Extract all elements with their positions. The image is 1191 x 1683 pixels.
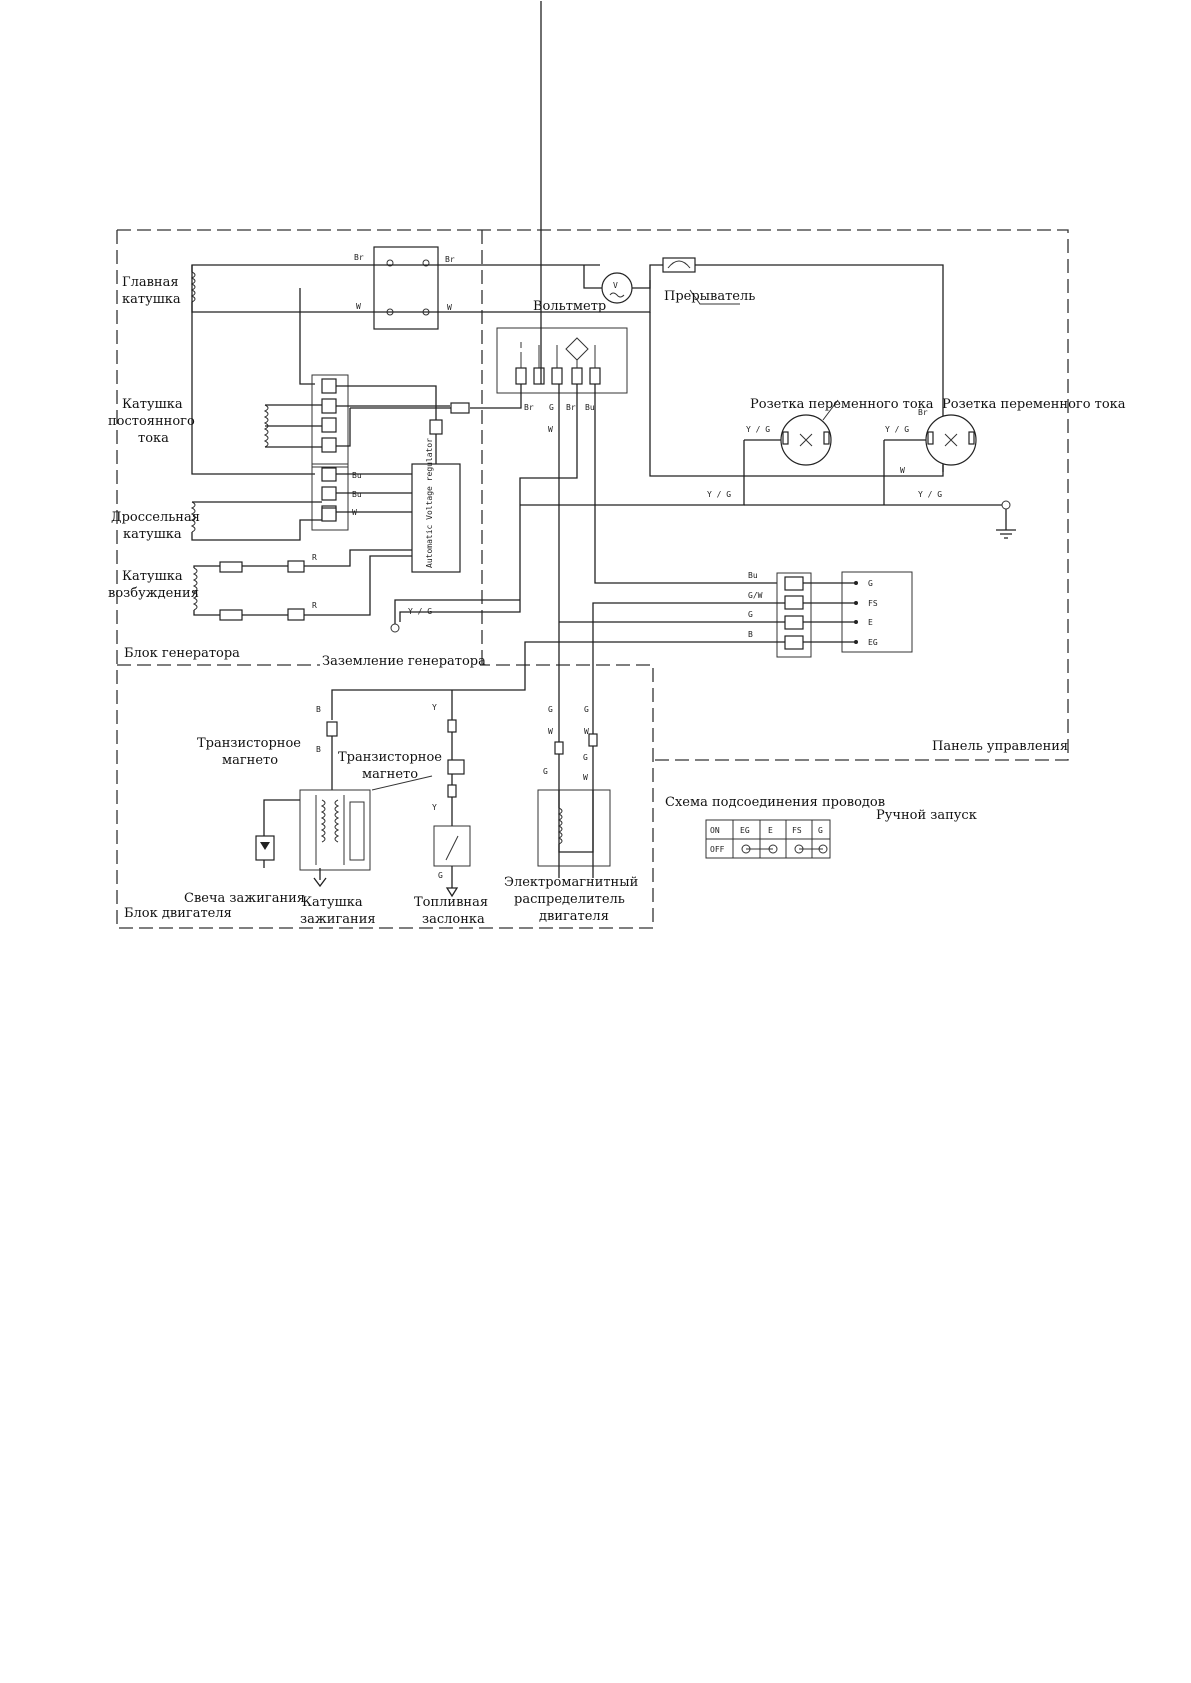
ground-wiring: Y / G Y / G Y / G xyxy=(390,440,1016,633)
table-header-fs: FS xyxy=(792,826,802,835)
text-labels: Главная катушка Катушка постоянного тока… xyxy=(108,275,1068,927)
ac-socket-label-1: Розетка переменного тока xyxy=(750,397,934,412)
ignition-coil-label-2: зажигания xyxy=(300,912,376,927)
main-terminal-block: Br Br W W xyxy=(354,246,455,330)
wire-code-g-4: G xyxy=(548,705,553,714)
switch-term-e: E xyxy=(868,618,873,627)
wire-code-bu-1: Bu xyxy=(585,403,595,412)
generator-block-label: Блок генератора xyxy=(124,646,240,661)
regulator-label: Automatic Voltage regulator xyxy=(425,438,434,568)
switch-term-g: G xyxy=(868,579,873,588)
wire-code-br-5: Br xyxy=(918,408,928,417)
wire-code-r-2: R xyxy=(312,601,317,610)
dc-coil-label-3: тока xyxy=(138,431,169,446)
fuel-valve-label-1: Топливная xyxy=(414,895,488,910)
main-coil xyxy=(190,264,651,475)
switch-term-fs: FS xyxy=(868,599,878,608)
table-row-on: ON xyxy=(710,826,720,835)
main-coil-label-2: катушка xyxy=(122,292,181,307)
main-coil-label-1: Главная xyxy=(122,275,179,290)
wire-code-bu-4: Bu xyxy=(748,571,758,580)
ignition-switch: G FS E EG Bu G/W G B xyxy=(331,571,913,878)
block-boundaries xyxy=(116,229,1069,929)
switch-term-eg: EG xyxy=(868,638,878,647)
fuel-valve-icon xyxy=(433,825,471,867)
wire-code-w-2: W xyxy=(447,303,452,312)
wire-code-br-1: Br xyxy=(354,253,364,262)
wire-code-w-6: W xyxy=(548,727,553,736)
excitation-coil: R R xyxy=(192,549,412,621)
excitation-coil-label-1: Катушка xyxy=(122,569,183,584)
transistor-magneto-1-label-1: Транзисторное xyxy=(197,736,301,751)
wire-code-w-1: W xyxy=(356,302,361,311)
wire-code-w-8: W xyxy=(583,773,588,782)
wire-code-g-5: G xyxy=(584,705,589,714)
ac-socket-label-2: Розетка переменного тока xyxy=(942,397,1126,412)
choke-coil-label-1: Дроссельная xyxy=(111,510,200,525)
wire-code-b-2: B xyxy=(316,705,321,714)
wire-code-w-5: W xyxy=(900,466,905,475)
engine-block-label: Блок двигателя xyxy=(124,906,232,921)
ac-sockets: Y / G Y / G Br W Розетка переменного ток… xyxy=(649,312,1126,477)
wire-code-br-2: Br xyxy=(445,255,455,264)
wire-code-bu-3: Bu xyxy=(352,490,362,499)
wire-code-b-1: B xyxy=(748,630,753,639)
generator-ground-label: Заземление генератора xyxy=(322,654,486,669)
breaker-label: Прерыватель xyxy=(664,289,755,304)
excitation-coil-label-2: возбуждения xyxy=(108,586,199,601)
table-header-g: G xyxy=(818,826,823,835)
wire-code-g-7: G xyxy=(583,753,588,762)
wire-code-yg-3: Y / G xyxy=(918,490,942,499)
wire-code-w-7: W xyxy=(584,727,589,736)
engine-solenoid-label-1: Электромагнитный xyxy=(504,875,638,890)
voltmeter-breaker: V Прерыватель Вольтметр xyxy=(533,257,944,472)
wire-code-g-6: G xyxy=(543,767,548,776)
table-row-off: OFF xyxy=(710,845,725,854)
choke-coil-label-2: катушка xyxy=(123,527,182,542)
dc-coil-label-2: постоянного xyxy=(108,414,195,429)
wire-code-gw: G/W xyxy=(748,591,763,600)
transistor-magneto-2-label-1: Транзисторное xyxy=(338,750,442,765)
voltmeter-label: Вольтметр xyxy=(533,299,606,314)
voltage-regulator: Automatic Voltage regulator Bu Bu W xyxy=(190,438,461,573)
wire-code-br-3: Br xyxy=(524,403,534,412)
transistor-magneto-1-label-2: магнето xyxy=(222,753,278,768)
engine-solenoid-label-3: двигателя xyxy=(539,909,609,924)
manual-start-label: Ручной запуск xyxy=(876,808,977,823)
spark-plug-label: Свеча зажигания xyxy=(184,891,305,906)
engine-components: B B Y Y G G W G W G G W xyxy=(255,690,611,898)
wiring-scheme-label: Схема подсоединения проводов xyxy=(665,795,885,810)
wire-code-b-3: B xyxy=(316,745,321,754)
wire-code-y-2: Y xyxy=(432,803,437,812)
engine-solenoid-label-2: распределитель xyxy=(514,892,625,907)
table-header-e: E xyxy=(768,826,773,835)
wire-code-bu-2: Bu xyxy=(352,471,362,480)
control-panel-label: Панель управления xyxy=(932,739,1068,754)
wire-code-y-1: Y xyxy=(432,703,437,712)
wire-code-g-1: G xyxy=(549,403,554,412)
solenoid-icon xyxy=(537,789,611,867)
transistor-magneto-2-label-2: магнето xyxy=(362,767,418,782)
wiring-table: EG E FS G ON OFF xyxy=(705,819,831,859)
wire-code-g-3: G xyxy=(438,871,443,880)
wire-code-g-2: G xyxy=(748,610,753,619)
table-header-eg: EG xyxy=(740,826,750,835)
wire-code-w-3: W xyxy=(548,425,553,434)
wire-code-yg-2: Y / G xyxy=(707,490,731,499)
wire-code-yg-4: Y / G xyxy=(746,425,770,434)
ignition-coil-label-1: Катушка xyxy=(302,895,363,910)
wire-code-yg-5: Y / G xyxy=(885,425,909,434)
wire-code-r-1: R xyxy=(312,553,317,562)
breaker-icon xyxy=(662,257,696,273)
wire-code-yg-1: Y / G xyxy=(408,607,432,616)
svg-text:V: V xyxy=(613,281,618,290)
dc-coil-label-1: Катушка xyxy=(122,397,183,412)
fuel-valve-label-2: заслонка xyxy=(422,912,485,927)
dc-coil xyxy=(263,374,450,468)
wire-code-br-4: Br xyxy=(566,403,576,412)
